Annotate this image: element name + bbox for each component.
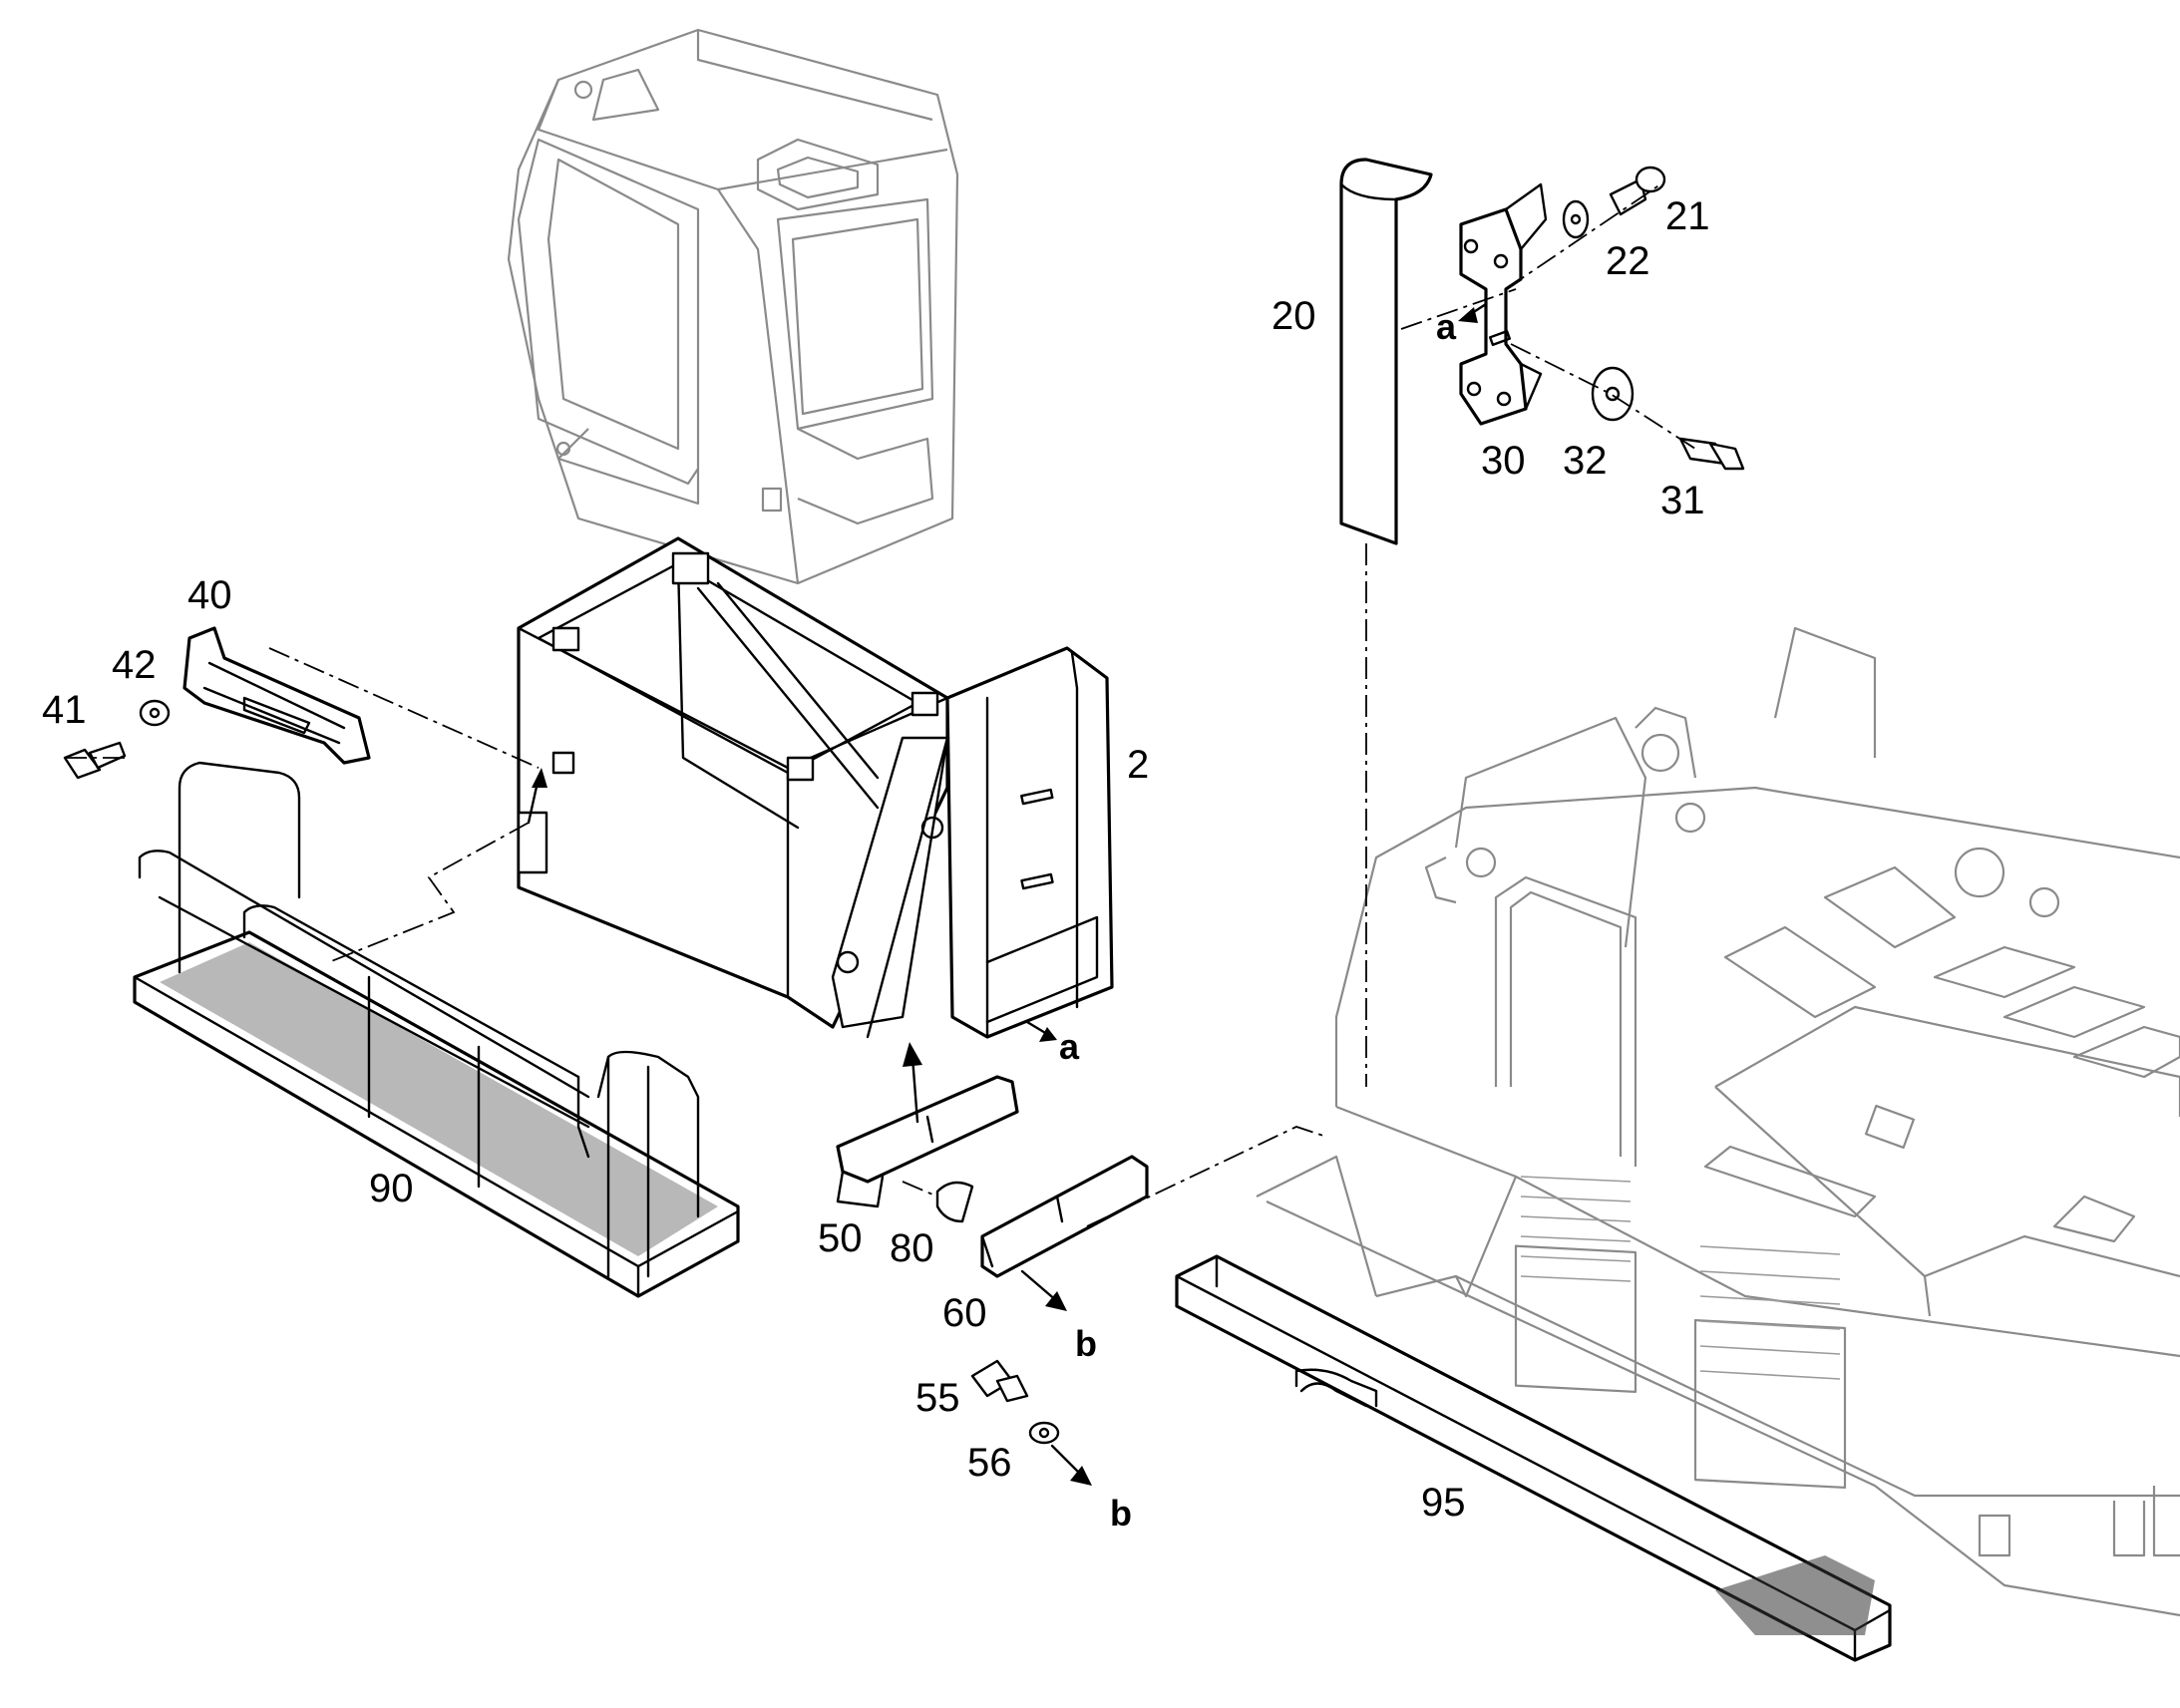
upper-carriage xyxy=(1256,626,2180,1617)
callout-22: 22 xyxy=(1606,239,1650,283)
leader-lines xyxy=(60,183,1696,1227)
bolt-21 xyxy=(1609,166,1666,216)
callout-95: 95 xyxy=(1421,1481,1466,1525)
mounting-bracket xyxy=(1459,182,1548,426)
bracket-60 xyxy=(980,1155,1149,1278)
ref-mark-a-bracket: a xyxy=(1436,306,1457,347)
callout-42: 42 xyxy=(112,643,157,687)
callout-31: 31 xyxy=(1660,479,1705,522)
bolt-31 xyxy=(1678,437,1745,471)
callout-50: 50 xyxy=(818,1216,863,1260)
washer-42 xyxy=(139,699,171,727)
washer-32 xyxy=(1591,366,1635,422)
callout-40: 40 xyxy=(187,573,232,617)
cab xyxy=(507,28,959,585)
washer-56 xyxy=(1028,1421,1060,1445)
callout-90: 90 xyxy=(369,1167,414,1210)
cab-riser-frame xyxy=(517,536,1114,1039)
callout-30: 30 xyxy=(1481,439,1526,483)
callout-55: 55 xyxy=(915,1376,960,1420)
callout-41: 41 xyxy=(42,688,87,732)
callout-32: 32 xyxy=(1563,439,1608,483)
ref-mark-b-washer: b xyxy=(1110,1493,1132,1534)
step-tread-perforation xyxy=(1715,1555,1875,1635)
handle-bracket xyxy=(182,626,371,765)
callout-80: 80 xyxy=(890,1226,934,1270)
callout-20: 20 xyxy=(1272,294,1316,338)
bolt-41 xyxy=(63,741,127,780)
bolts-and-washers xyxy=(63,166,1745,1445)
bolt-55 xyxy=(970,1359,1029,1403)
platform-railing xyxy=(133,761,740,1298)
bracket-50 xyxy=(836,1075,1019,1208)
step-board xyxy=(1175,1254,1892,1662)
washer-22 xyxy=(1562,199,1590,239)
callout-56: 56 xyxy=(967,1441,1012,1485)
callout-21: 21 xyxy=(1665,194,1710,238)
rubber-buffer xyxy=(935,1181,974,1223)
callout-60: 60 xyxy=(942,1291,987,1335)
ref-mark-b-bracket: b xyxy=(1075,1323,1097,1364)
callout-2: 2 xyxy=(1127,743,1149,787)
trim-strip xyxy=(1339,158,1433,545)
callout-labels: 2 20 21 22 30 31 32 40 41 42 50 55 56 60… xyxy=(42,194,1710,1534)
reference-arrows xyxy=(527,302,1488,1486)
ref-mark-a-frame: a xyxy=(1059,1026,1080,1067)
